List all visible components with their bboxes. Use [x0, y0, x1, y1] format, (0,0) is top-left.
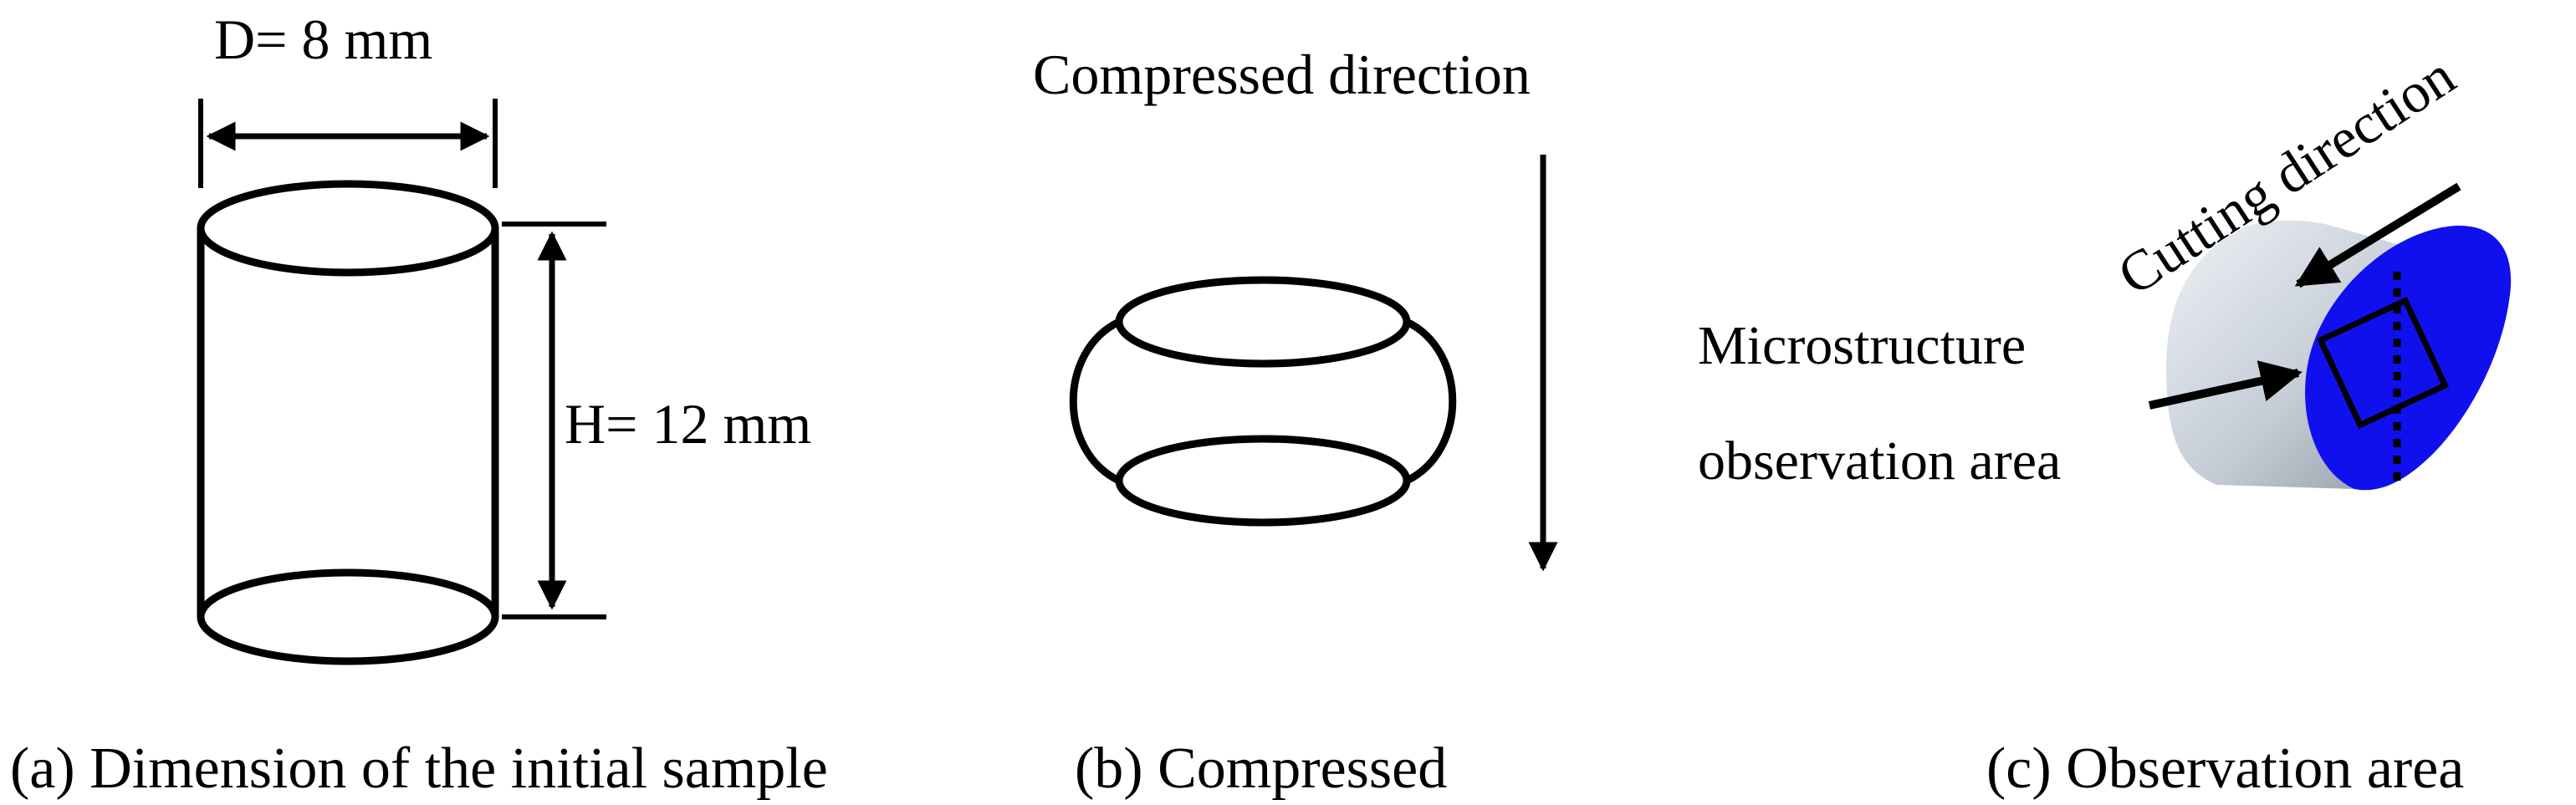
caption-c: (c) Observation area: [1986, 736, 2464, 801]
cutting-arrow: [2294, 182, 2461, 288]
direction-label: Compressed direction: [1033, 43, 1531, 106]
caption-b: (b) Compressed: [1075, 736, 1447, 801]
observation-label-line1: Microstructure: [1698, 315, 2026, 376]
compressed-barrel: [1069, 276, 1457, 527]
panel-a-initial-sample: D= 8 mm H= 12 mm (a) Dimension of the in…: [10, 8, 828, 801]
observation-square: [2316, 296, 2450, 430]
observation-label-line2: observation area: [1698, 431, 2061, 492]
diameter-label: D= 8 mm: [214, 8, 432, 71]
panel-b-compressed: Compressed direction (b) Compressed: [1033, 43, 1558, 801]
diameter-dimension: [198, 99, 498, 188]
observation-arrow: [2148, 360, 2303, 410]
height-dimension: [502, 222, 606, 619]
height-label: H= 12 mm: [565, 392, 811, 456]
initial-cylinder: [197, 180, 499, 665]
panel-c-observation-area: Cutting direction Microstructure observa…: [1698, 43, 2512, 801]
caption-a: (a) Dimension of the initial sample: [10, 736, 828, 801]
